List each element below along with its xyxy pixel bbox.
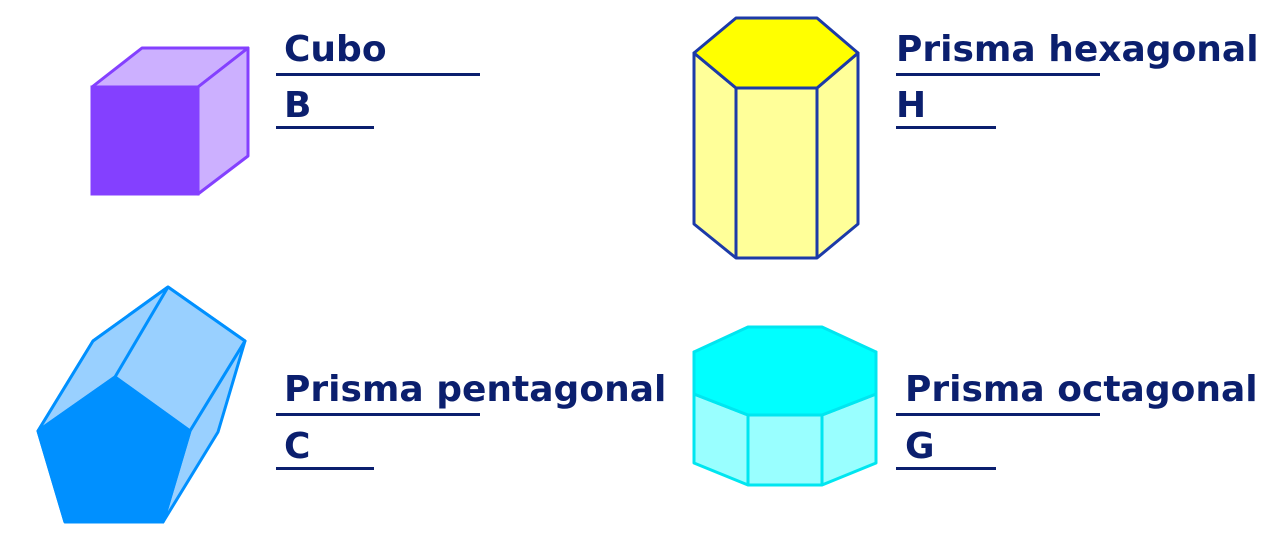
hex-prism-top (692, 16, 860, 90)
oct-prism-letter-underline (896, 467, 996, 470)
oct-prism-name-label: Prisma octagonal (905, 369, 1258, 410)
pent-prism-front-face (36, 375, 192, 524)
oct-prism-letter-label: G (905, 426, 935, 467)
hex-prism-name-underline (896, 73, 1100, 76)
cube-name-label: Cubo (284, 29, 387, 70)
pent-prism-letter-label: C (284, 426, 311, 467)
oct-prism-name-underline (896, 413, 1100, 416)
oct-prism-top (692, 325, 878, 417)
cube-letter-label: B (284, 85, 312, 126)
pent-prism-letter-underline (276, 467, 374, 470)
hex-prism-name-label: Prisma hexagonal (896, 29, 1259, 70)
pent-prism-edge (113, 286, 170, 378)
hex-prism-letter-label: H (896, 85, 927, 126)
cube-name-underline (276, 73, 480, 76)
cube-letter-underline (276, 126, 374, 129)
pent-prism-name-label: Prisma pentagonal (284, 369, 667, 410)
cube-front-face (90, 85, 200, 196)
pent-prism-name-underline (276, 413, 480, 416)
hex-prism-letter-underline (896, 126, 996, 129)
